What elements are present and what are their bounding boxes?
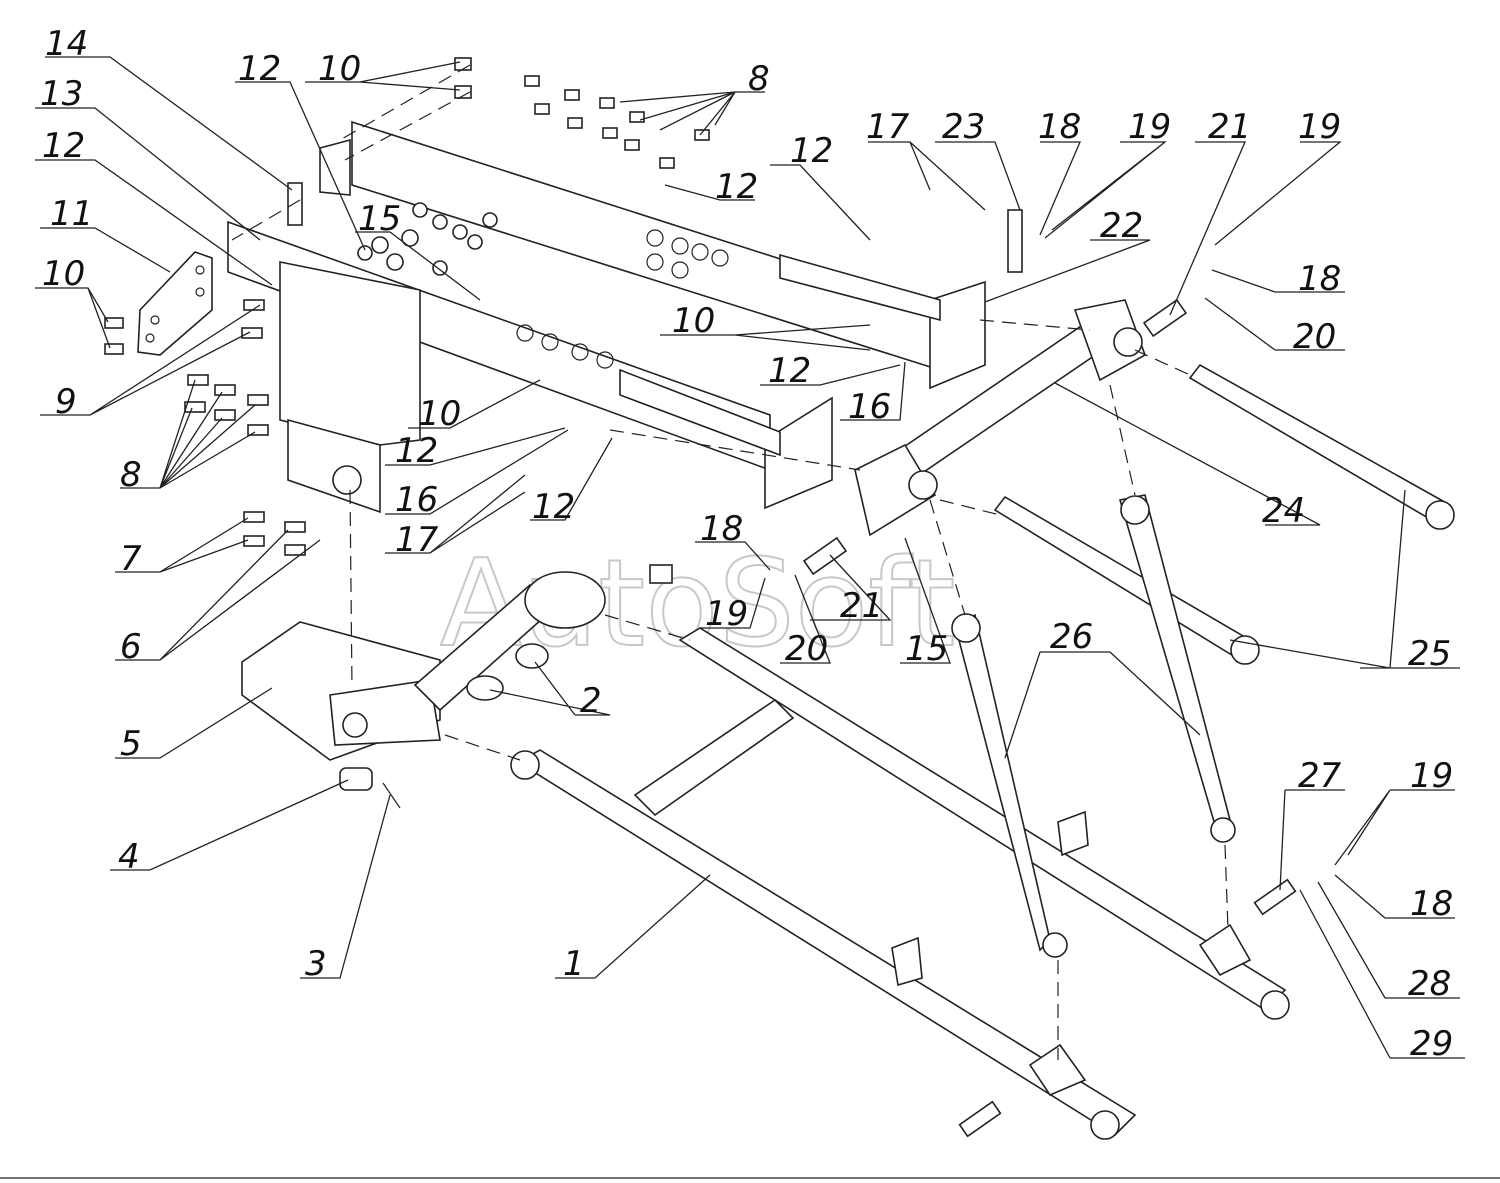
hydraulic-cylinder-26a — [951, 613, 1068, 958]
callout-1[interactable]: 1 — [563, 944, 585, 984]
callout-29[interactable]: 29 — [1410, 1024, 1453, 1064]
callout-12[interactable]: 12 — [395, 431, 438, 471]
callout-10[interactable]: 10 — [672, 301, 715, 341]
callout-12[interactable]: 12 — [768, 351, 811, 391]
cross-tube — [619, 253, 941, 457]
washer-2 — [515, 643, 549, 669]
callout-18[interactable]: 18 — [1410, 884, 1453, 924]
callout-13[interactable]: 13 — [40, 74, 83, 114]
callout-21[interactable]: 21 — [840, 586, 883, 626]
callout-18[interactable]: 18 — [1298, 259, 1341, 299]
pivot-shaft — [413, 571, 606, 712]
callout-26[interactable]: 26 — [1050, 617, 1093, 657]
callout-25[interactable]: 25 — [1408, 634, 1451, 674]
callout-12[interactable]: 12 — [532, 487, 575, 527]
callout-15[interactable]: 15 — [905, 629, 948, 669]
callouts: 14 13 12 11 10 12 10 8 12 15 9 8 7 6 5 4… — [40, 24, 1453, 1064]
callout-21[interactable]: 21 — [1208, 107, 1251, 147]
callout-18[interactable]: 18 — [1038, 107, 1081, 147]
callout-7[interactable]: 7 — [120, 539, 142, 579]
callout-19[interactable]: 19 — [1410, 756, 1453, 796]
assembly-lines — [231, 64, 1229, 1060]
rear-frame-plate — [319, 120, 986, 390]
callout-11[interactable]: 11 — [50, 194, 93, 234]
callout-28[interactable]: 28 — [1408, 964, 1451, 1004]
pivot-housing — [241, 621, 441, 761]
callout-12[interactable]: 12 — [790, 131, 833, 171]
bolt-cluster-left — [104, 299, 306, 556]
callout-14[interactable]: 14 — [45, 24, 88, 64]
callout-27[interactable]: 27 — [1298, 756, 1342, 796]
callout-17[interactable]: 17 — [866, 107, 910, 147]
side-plate-right — [1007, 209, 1023, 273]
callout-8[interactable]: 8 — [120, 455, 142, 495]
callout-2[interactable]: 2 — [580, 681, 602, 721]
washer — [466, 675, 504, 701]
callout-12[interactable]: 12 — [715, 167, 758, 207]
callout-16[interactable]: 16 — [848, 387, 891, 427]
callout-22[interactable]: 22 — [1100, 206, 1143, 246]
callout-3[interactable]: 3 — [305, 944, 327, 984]
callout-10[interactable]: 10 — [318, 49, 361, 89]
bolt-cluster-top — [454, 57, 710, 169]
callout-10[interactable]: 10 — [42, 254, 85, 294]
lower-arm-main — [510, 627, 1290, 1140]
pin-bottom — [958, 1100, 1002, 1138]
pin-21-top — [1142, 298, 1188, 338]
callout-19[interactable]: 19 — [1298, 107, 1341, 147]
callout-12[interactable]: 12 — [42, 126, 85, 166]
leader-lines — [35, 56, 1465, 1059]
callout-6[interactable]: 6 — [120, 627, 142, 667]
callout-5[interactable]: 5 — [120, 724, 142, 764]
callout-19[interactable]: 19 — [1128, 107, 1171, 147]
upper-cross-bar — [854, 299, 1146, 537]
callout-16[interactable]: 16 — [395, 480, 438, 520]
callout-18[interactable]: 18 — [700, 509, 743, 549]
callout-24[interactable]: 24 — [1262, 491, 1305, 531]
cotter-pin — [382, 782, 401, 809]
side-plate — [287, 182, 303, 226]
callout-10[interactable]: 10 — [418, 394, 461, 434]
callout-4[interactable]: 4 — [118, 837, 140, 877]
bushing — [339, 767, 373, 791]
callout-12[interactable]: 12 — [238, 49, 281, 89]
callout-20[interactable]: 20 — [1293, 317, 1336, 357]
hydraulic-cylinder-25a — [1188, 363, 1455, 530]
front-frame-plate — [227, 220, 833, 514]
hydraulic-cylinder-26b — [1118, 494, 1236, 843]
mounting-bracket — [137, 251, 213, 356]
pin — [649, 564, 673, 584]
pin-21-mid — [802, 536, 848, 576]
callout-19[interactable]: 19 — [705, 594, 748, 634]
callout-15[interactable]: 15 — [358, 199, 401, 239]
callout-8[interactable]: 8 — [748, 59, 770, 99]
callout-23[interactable]: 23 — [942, 107, 985, 147]
callout-20[interactable]: 20 — [785, 629, 828, 669]
pin-27 — [1253, 878, 1297, 916]
callout-17[interactable]: 17 — [395, 520, 439, 560]
callout-9[interactable]: 9 — [55, 382, 77, 422]
nut-cluster — [357, 202, 498, 276]
